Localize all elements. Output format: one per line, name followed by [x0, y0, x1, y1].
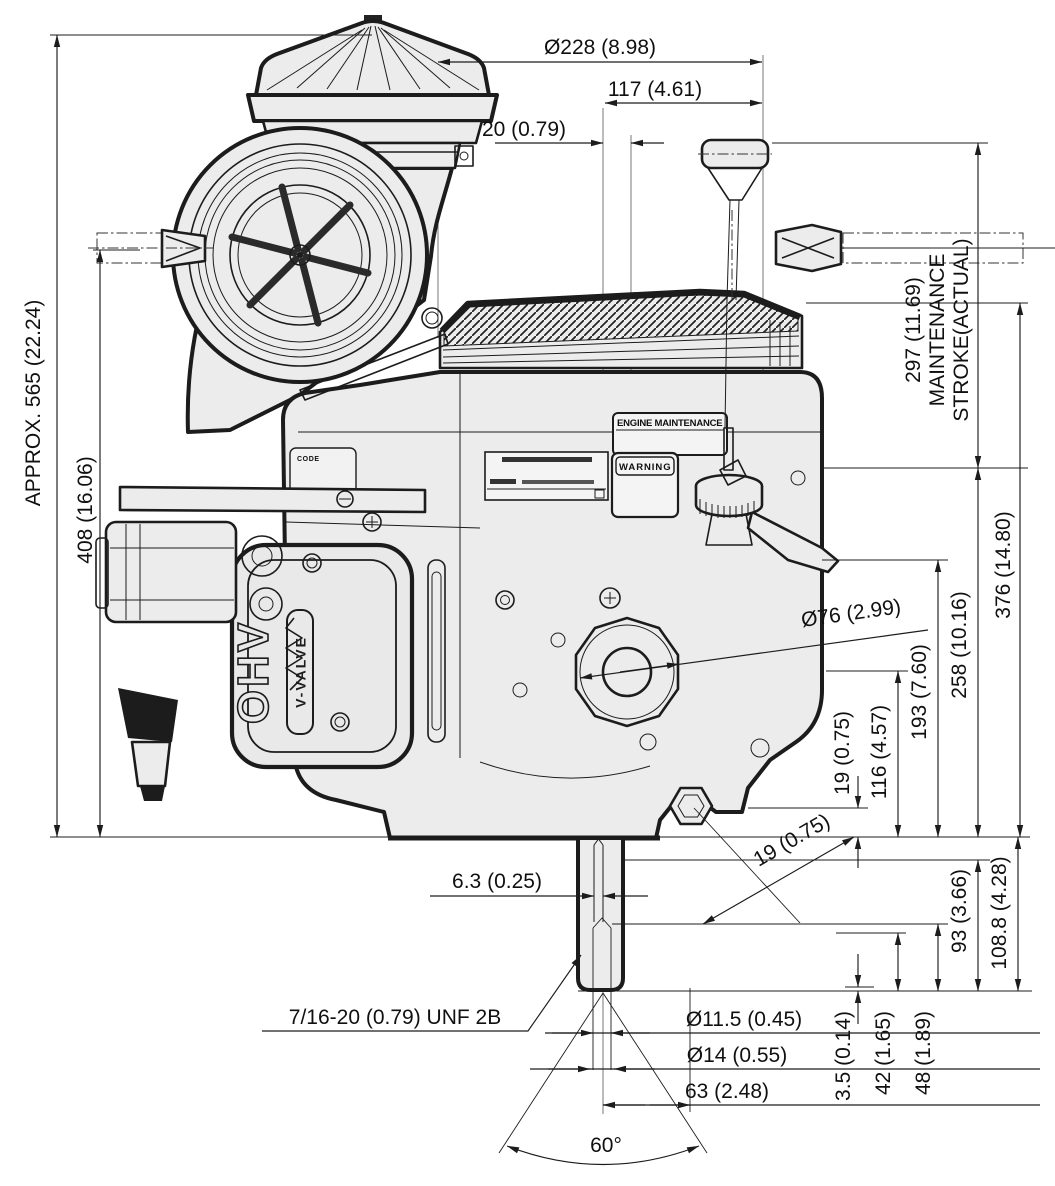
dim-text-93: 93 (3.66) [948, 869, 971, 953]
output-shaft [576, 836, 625, 1070]
code-label-text: CODE [297, 456, 320, 463]
fin-lines [442, 320, 800, 366]
dim-maintenance-stroke: 297 (11.69) MAINTENANCE STROKE(ACTUAL) [772, 142, 988, 469]
dim-text-keyway: 6.3 (0.25) [452, 870, 542, 893]
dim-193: 193 (7.60) [822, 559, 948, 838]
dim-19-diagonal: 19 (0.75) [625, 807, 990, 925]
shaft-keyway [593, 838, 604, 922]
dim-air-cleaner-diameter: Ø228 (8.98) [437, 36, 763, 66]
dim-text-19-right: 19 (0.75) [831, 711, 854, 795]
dim-42: 42 (1.65) [836, 932, 906, 1095]
dim-116: 116 (4.57) [826, 670, 908, 838]
dim-60-degree: 60° [498, 992, 708, 1165]
dim-text-11-5: Ø11.5 (0.45) [686, 1008, 802, 1031]
governor-spring [285, 617, 303, 691]
dim-text-maintenance: MAINTENANCE [926, 254, 949, 407]
dim-376: 376 (14.80) [806, 302, 1028, 838]
dim-text-20: 20 (0.79) [482, 118, 566, 141]
warning-label: WARNING [610, 451, 680, 519]
dim-48: 48 (1.89) [612, 923, 948, 1095]
engine-maintenance-label: ENGINE MAINTENANCE [612, 412, 728, 456]
warning-text: WARNING [619, 462, 671, 473]
dim-text-258: 258 (10.16) [948, 591, 971, 698]
dim-text-d228: Ø228 (8.98) [544, 36, 656, 59]
dim-19-right: 19 (0.75) [748, 711, 868, 868]
dim-keyway: 6.3 (0.25) [430, 870, 648, 900]
oil-filler-cap [694, 459, 840, 574]
dim-thread-callout: 7/16-20 (0.79) UNF 2B [262, 954, 582, 1032]
dim-93: 93 (3.66) [948, 859, 982, 992]
clamp-bolt-tab [454, 145, 474, 167]
dim-108-8: 108.8 (4.28) [988, 836, 1022, 992]
dipstick [698, 138, 772, 471]
rubber-boot [118, 688, 178, 742]
dim-text-63: 63 (2.48) [685, 1080, 769, 1103]
cap-knurl [699, 499, 755, 518]
dim-text-297: 297 (11.69) [902, 277, 925, 383]
mount-bracket-left [88, 228, 214, 269]
dim-20: 20 (0.79) [482, 118, 664, 147]
dim-14: Ø14 (0.55) [530, 1044, 1040, 1073]
dim-text-thread: 7/16-20 (0.79) UNF 2B [289, 1006, 501, 1029]
dim-text-14: Ø14 (0.55) [687, 1044, 787, 1067]
screen-spokes [228, 183, 372, 327]
ohv-text: OHV [229, 620, 278, 724]
oil-cooler-slot [427, 559, 446, 743]
dim-text-48: 48 (1.89) [912, 1011, 935, 1095]
dim-text-117: 117 (4.61) [608, 78, 702, 101]
starter-assembly [95, 485, 427, 801]
dim-text-108-8: 108.8 (4.28) [988, 856, 1011, 969]
air-cleaner-dome [254, 19, 491, 97]
v-valve-badge: V-VALVE [286, 609, 314, 735]
oil-drain-plug [668, 786, 714, 826]
air-cleaner-skirt [246, 93, 499, 123]
dim-11-5: Ø11.5 (0.45) [545, 1008, 1040, 1037]
dim-overall-height: APPROX. 565 (22.24) [22, 34, 372, 838]
blower-screen [171, 126, 429, 384]
dim-3-5: 3.5 (0.14) [832, 954, 874, 1101]
tapped-hole-hidden-lines [592, 917, 612, 1070]
air-cleaner-pleats [266, 25, 480, 91]
starter-motor [104, 520, 238, 624]
dim-text-60: 60° [590, 1134, 622, 1157]
cap-wing [719, 459, 747, 486]
dim-text-565: APPROX. 565 (22.24) [22, 300, 45, 507]
dim-117: 117 (4.61) [604, 78, 763, 107]
valve-cover: OHV V-VALVE [228, 542, 415, 770]
dim-text-19-diagonal: 19 (0.75) [750, 809, 834, 871]
emission-label [484, 451, 609, 501]
dim-text-stroke-actual: STROKE(ACTUAL) [950, 238, 973, 421]
engine-maintenance-text: ENGINE MAINTENANCE [617, 418, 723, 429]
v-valve-text: V-VALVE [293, 636, 309, 708]
cooling-fin-block [438, 288, 804, 370]
dim-text-42: 42 (1.65) [872, 1011, 895, 1095]
dim-text-3-5: 3.5 (0.14) [832, 1011, 855, 1101]
dim-text-376: 376 (14.80) [992, 511, 1015, 618]
dim-text-193: 193 (7.60) [908, 644, 931, 740]
dim-text-116: 116 (4.57) [868, 705, 891, 799]
engine-body [281, 307, 824, 841]
mount-bracket-right [774, 223, 1055, 273]
dim-text-408: 408 (16.06) [74, 456, 97, 563]
dim-258: 258 (10.16) [824, 467, 1028, 838]
shroud-panel [299, 333, 449, 401]
dim-408: 408 (16.06) [74, 249, 140, 838]
